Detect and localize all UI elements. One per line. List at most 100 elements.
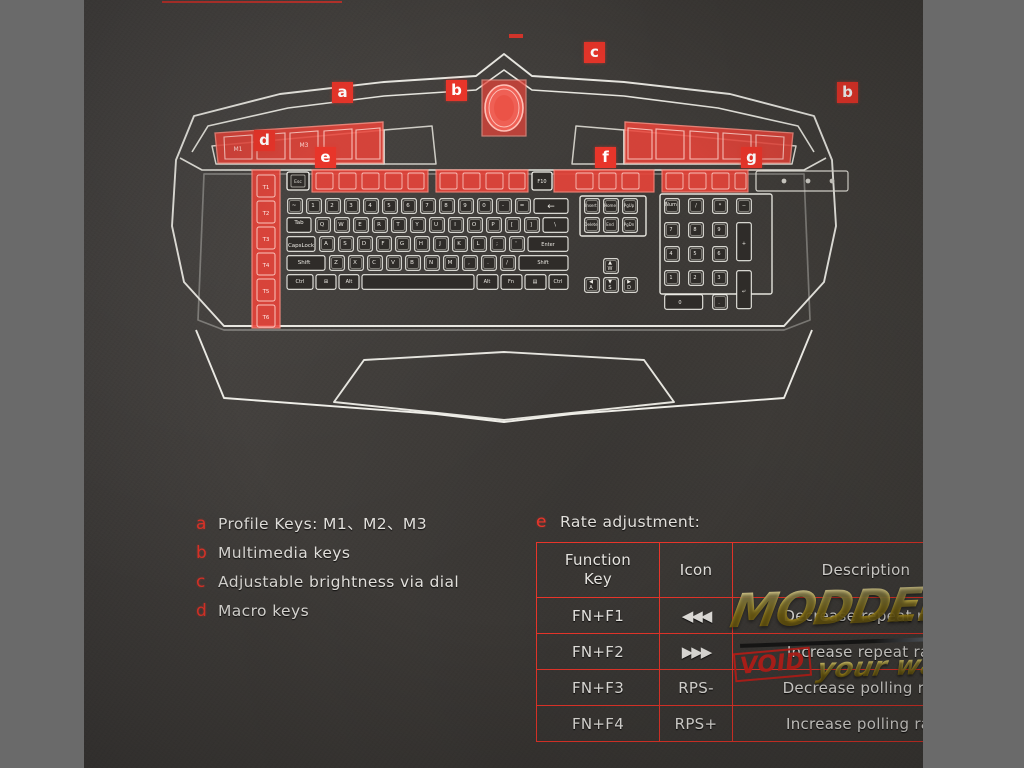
svg-text:7: 7: [669, 227, 672, 233]
cell-description: Increase polling rate: [732, 705, 923, 742]
legend-text-d: Macro keys: [218, 602, 310, 620]
svg-text:8: 8: [444, 203, 448, 209]
svg-text:S: S: [608, 285, 611, 291]
legend-item-b: b Multimedia keys: [196, 543, 526, 563]
svg-text:+: +: [742, 241, 746, 247]
svg-text:M1: M1: [234, 146, 243, 153]
svg-text:X: X: [353, 260, 357, 266]
svg-text:6: 6: [406, 203, 410, 209]
svg-text:]: ]: [530, 222, 532, 228]
svg-text:,: ,: [468, 260, 470, 266]
cell-function-key: FN+F4: [536, 705, 660, 742]
svg-text:E: E: [358, 222, 362, 228]
svg-text:Delete: Delete: [584, 222, 598, 227]
svg-text:Num: Num: [665, 202, 677, 208]
svg-text:M: M: [448, 260, 453, 266]
svg-text:': ': [515, 241, 517, 247]
fastforward-triple-right-icon: ▶▶▶: [659, 633, 733, 670]
legend-item-c: c Adjustable brightness via dial: [196, 572, 526, 592]
legend-item-a: a Profile Keys: M1、M2、M3: [196, 512, 526, 534]
svg-text:▤: ▤: [533, 279, 538, 285]
svg-text:=: =: [520, 203, 525, 209]
table-row: FN+F2 ▶▶▶ Increase repeat rate: [536, 633, 923, 670]
svg-text:⊞: ⊞: [324, 279, 328, 285]
svg-text:M3: M3: [300, 142, 309, 149]
svg-text:3: 3: [717, 275, 720, 281]
svg-text:0: 0: [482, 203, 486, 209]
svg-text:PgDn: PgDn: [624, 222, 635, 227]
svg-text:1: 1: [311, 203, 315, 209]
table-row: FN+F3 RPS- Decrease polling rate: [536, 669, 923, 706]
cell-function-key: FN+F2: [536, 633, 660, 670]
svg-text:S: S: [343, 241, 347, 247]
top-red-nub: [509, 34, 523, 38]
legend-key-a: a: [196, 514, 207, 534]
svg-text:K: K: [457, 241, 461, 247]
svg-text:O: O: [472, 222, 477, 228]
svg-text:/: /: [506, 260, 508, 266]
svg-text:CapsLock: CapsLock: [288, 243, 315, 249]
svg-text:R: R: [377, 222, 381, 228]
svg-text:C: C: [372, 260, 376, 266]
svg-text:4: 4: [669, 251, 672, 257]
keyboard-diagram: M1M 2 M3: [84, 30, 923, 430]
svg-text:Shift: Shift: [298, 260, 311, 266]
svg-text:Alt: Alt: [484, 279, 491, 285]
cell-description: Decrease repeat rate: [732, 597, 923, 634]
svg-text:▼: ▼: [608, 279, 612, 285]
table-header-row: Function Key Icon Description: [536, 542, 923, 598]
legend-key-c: c: [196, 572, 206, 592]
callout-a: a: [332, 82, 353, 103]
legend-text-c: Adjustable brightness via dial: [218, 573, 460, 591]
svg-text:[: [: [511, 222, 513, 228]
svg-text:2: 2: [330, 203, 334, 209]
svg-text:9: 9: [717, 227, 720, 233]
svg-text:Esc: Esc: [294, 179, 302, 185]
svg-text:5: 5: [693, 251, 696, 257]
svg-text:T1: T1: [262, 185, 270, 191]
svg-text:▶: ▶: [627, 279, 631, 285]
rate-adjustment-section: e Rate adjustment: Function Key Icon Des…: [536, 512, 923, 742]
legend-item-d: d Macro keys: [196, 601, 526, 621]
callout-f: f: [595, 147, 616, 168]
svg-text:T4: T4: [262, 263, 270, 269]
svg-text:Shift: Shift: [537, 260, 548, 266]
svg-text:−: −: [742, 203, 746, 209]
svg-text:;: ;: [496, 241, 498, 247]
svg-text:Enter: Enter: [541, 242, 555, 248]
svg-text:Tab: Tab: [293, 220, 304, 226]
svg-text:←: ←: [547, 202, 555, 212]
svg-text:3: 3: [349, 203, 353, 209]
svg-text:U: U: [434, 222, 438, 228]
svg-text:T6: T6: [262, 315, 270, 321]
header-function-line1: Function: [564, 551, 632, 569]
svg-text:F: F: [381, 241, 384, 247]
rate-adjustment-title: Rate adjustment:: [560, 513, 701, 531]
table-row: FN+F4 RPS+ Increase polling rate: [536, 705, 923, 742]
legend-list: a Profile Keys: M1、M2、M3 b Multimedia ke…: [196, 512, 526, 630]
svg-text:V: V: [391, 260, 395, 266]
svg-text:~: ~: [292, 203, 297, 209]
svg-text:/: /: [695, 203, 697, 209]
cell-function-key: FN+F1: [536, 597, 660, 634]
svg-text:A: A: [324, 241, 328, 247]
svg-text:W: W: [338, 222, 344, 228]
manual-page-photo: M1M 2 M3: [84, 0, 923, 768]
svg-text:A: A: [589, 285, 593, 291]
svg-text:Z: Z: [334, 260, 338, 266]
header-description: Description: [732, 542, 923, 598]
legend-text-b: Multimedia keys: [218, 544, 351, 562]
callout-b-right: b: [837, 82, 858, 103]
svg-text:Alt: Alt: [346, 279, 353, 285]
header-function-line2: Key: [583, 570, 613, 588]
svg-text:N: N: [429, 260, 433, 266]
svg-text:◀: ◀: [589, 279, 593, 285]
legend-key-b: b: [196, 543, 207, 563]
svg-text:Fn: Fn: [508, 279, 514, 285]
svg-text:T2: T2: [262, 211, 270, 217]
svg-text:Q: Q: [320, 222, 325, 228]
svg-text:9: 9: [463, 203, 467, 209]
legend-key-d: d: [196, 601, 207, 621]
svg-text:6: 6: [717, 251, 720, 257]
svg-text:H: H: [419, 241, 423, 247]
